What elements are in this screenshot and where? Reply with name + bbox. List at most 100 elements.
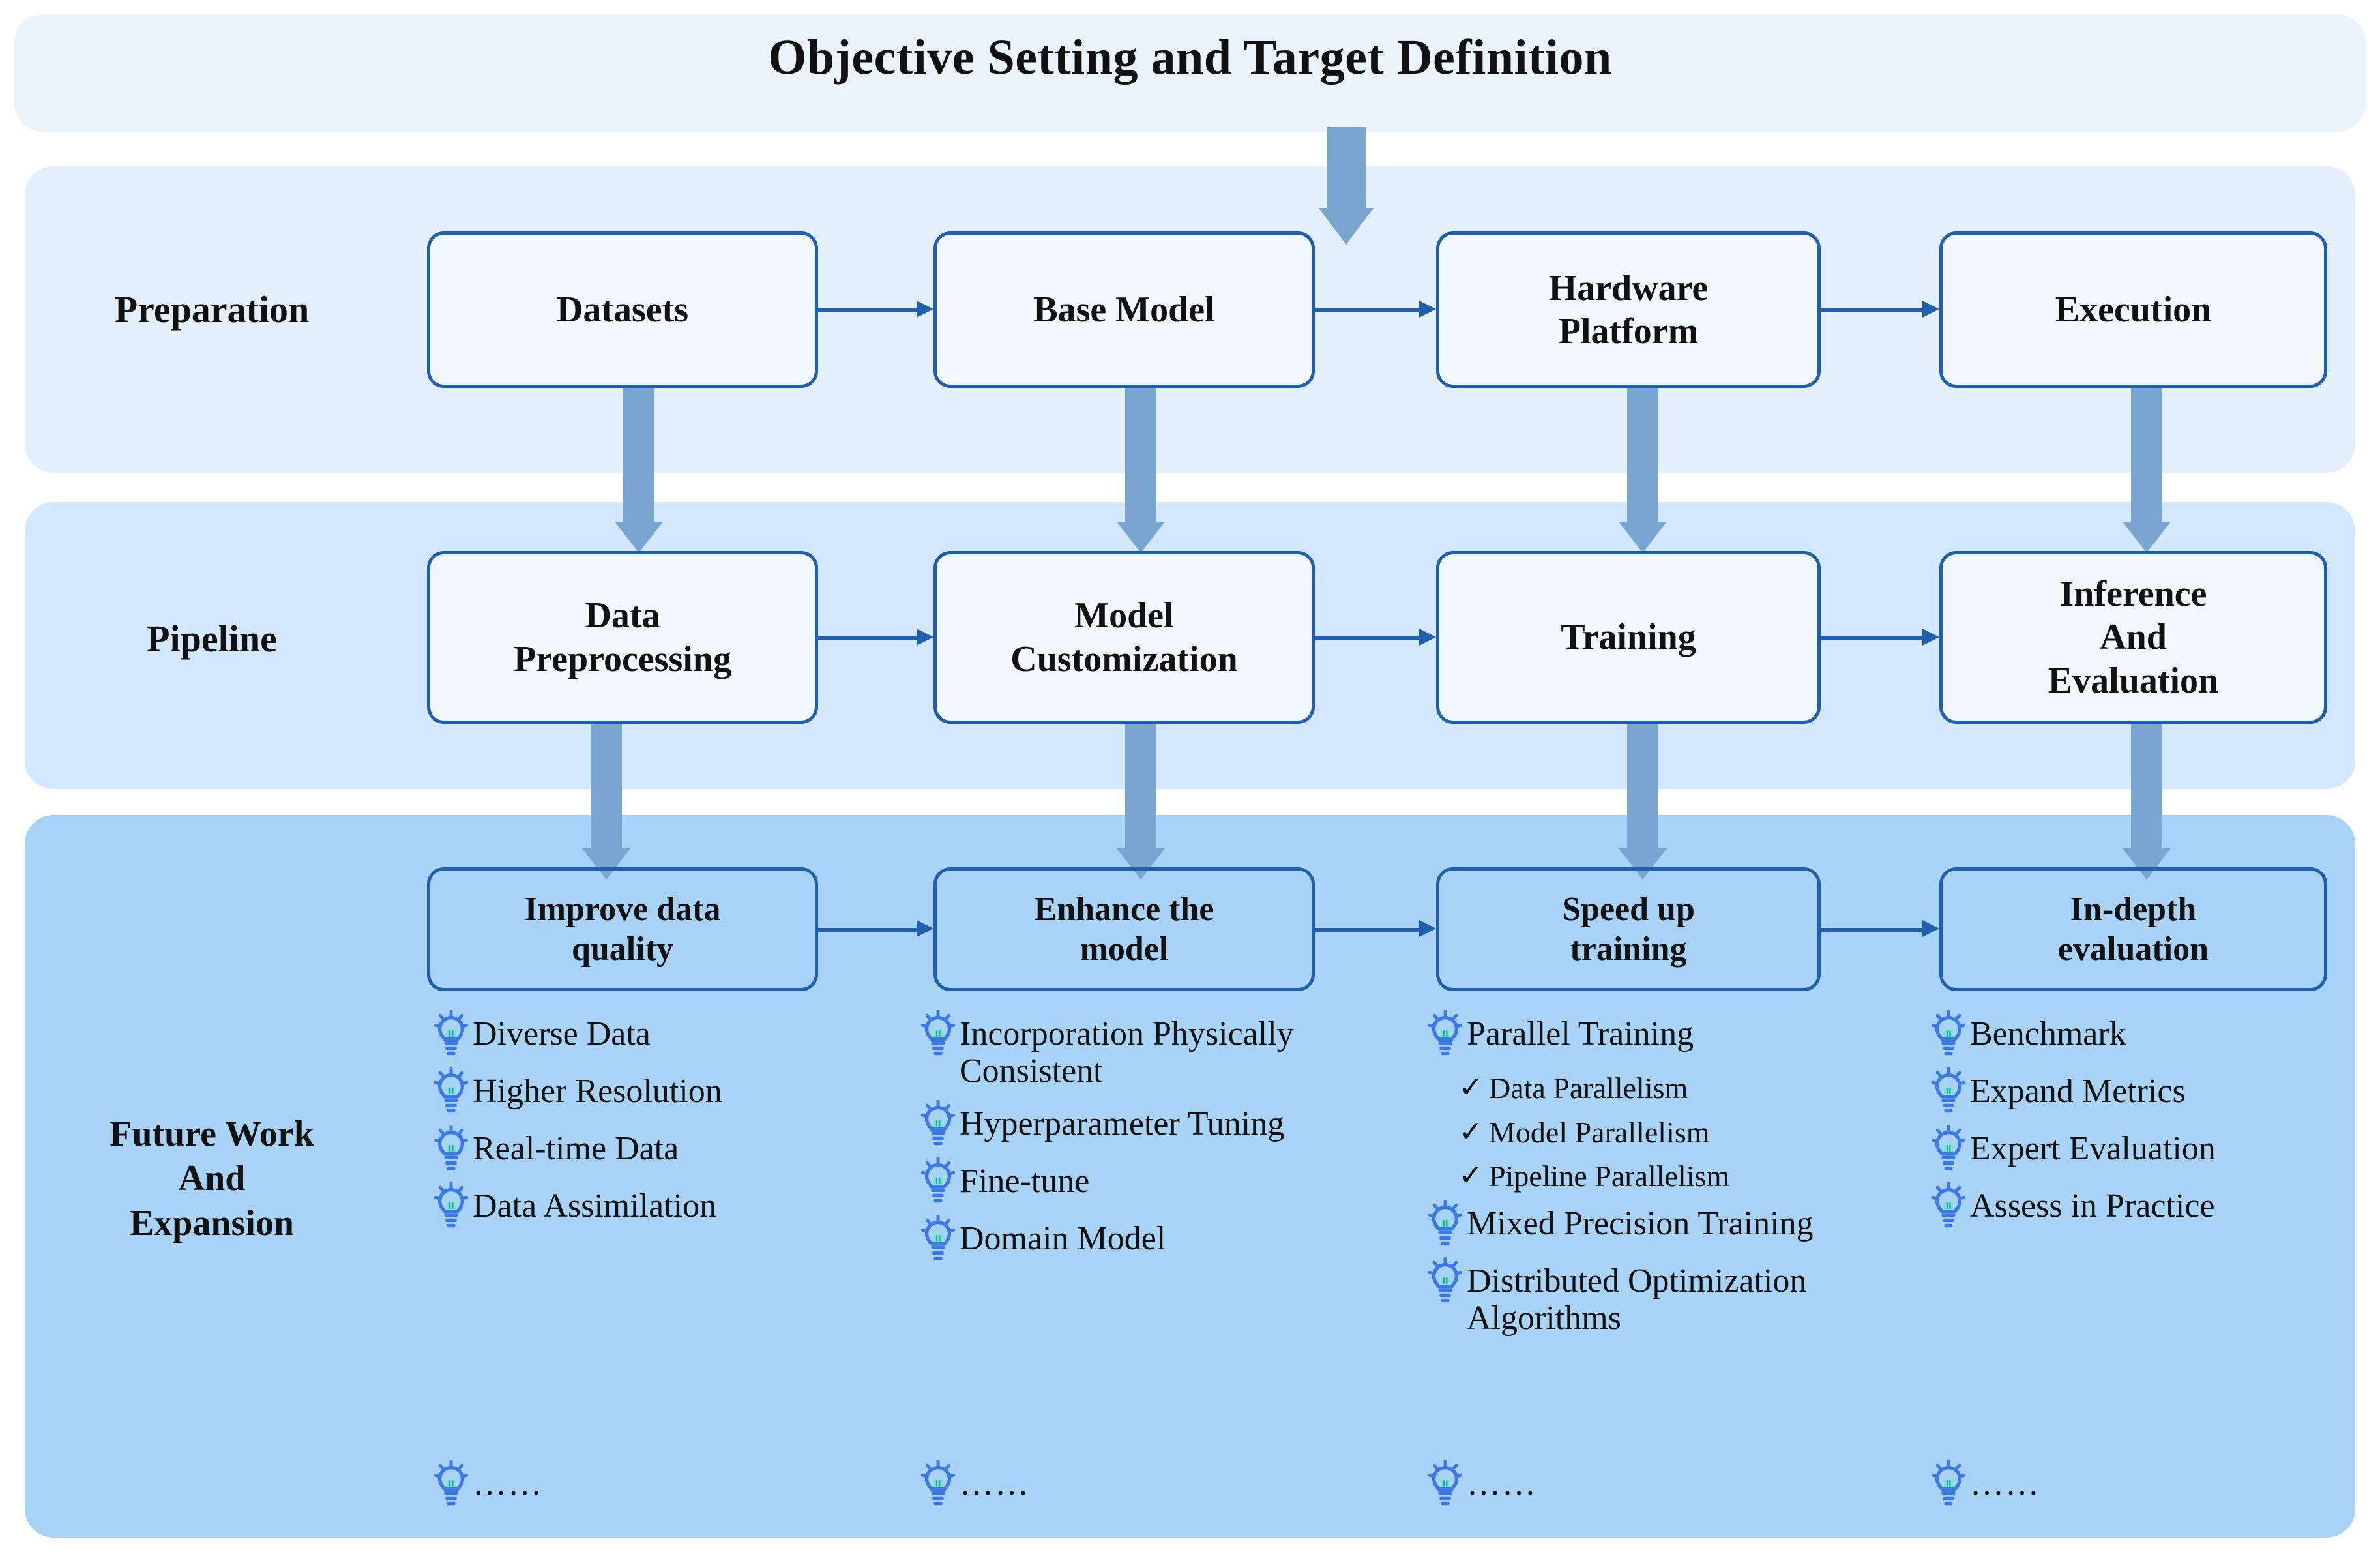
- line-2: And: [2100, 617, 2167, 658]
- future-item[interactable]: Domain Model: [920, 1214, 1416, 1262]
- arrow-shaft: [1327, 127, 1366, 209]
- future-item[interactable]: Distributed Optimization Algorithms: [1428, 1256, 1943, 1337]
- line-1: Hardware: [1548, 267, 1709, 308]
- box-speed-up-training-label: Speed up training: [1562, 889, 1695, 970]
- lightbulb-icon: [1931, 1182, 1966, 1229]
- lightbulb-icon: [1931, 1124, 1966, 1172]
- arrow-customization-to-enhance-model: [1108, 724, 1173, 880]
- box-datasets-label: Datasets: [556, 289, 689, 330]
- arrow-hardware-to-execution: [1821, 297, 1939, 323]
- box-inference-evaluation[interactable]: Inference And Evaluation: [1939, 551, 2327, 724]
- arrow-training-to-speed-up: [1610, 724, 1675, 880]
- future-sub-item[interactable]: ✓Pipeline Parallelism: [1459, 1159, 1943, 1193]
- row-label-preparation: Preparation: [114, 288, 310, 331]
- arrow-line: [1315, 636, 1419, 640]
- arrow-head: [2123, 522, 2171, 553]
- box-execution[interactable]: Execution: [1939, 231, 2327, 388]
- line-2: Customization: [1010, 638, 1238, 679]
- future-sub-item[interactable]: ✓Model Parallelism: [1459, 1116, 1943, 1150]
- box-improve-data-quality[interactable]: Improve data quality: [427, 867, 818, 991]
- arrow-preprocessing-to-customization: [818, 625, 933, 651]
- arrow-shaft: [2131, 388, 2162, 525]
- future-sub-item-label: Model Parallelism: [1489, 1115, 1710, 1149]
- box-training[interactable]: Training: [1436, 551, 1821, 724]
- future-item[interactable]: ……: [1428, 1459, 1537, 1507]
- arrow-head: [582, 848, 630, 880]
- box-training-label: Training: [1561, 617, 1696, 658]
- lightbulb-icon: [433, 1067, 469, 1114]
- arrow-enhance-to-speed-up: [1315, 916, 1436, 942]
- future-item[interactable]: Real-time Data: [433, 1124, 916, 1172]
- future-item-label: Hyperparameter Tuning: [960, 1105, 1285, 1143]
- lightbulb-icon: [920, 1459, 956, 1507]
- arrow-line: [1821, 928, 1922, 932]
- future-item[interactable]: Incorporation Physically Consistent: [920, 1009, 1416, 1090]
- arrow-speed-up-to-in-depth: [1821, 916, 1939, 942]
- box-in-depth-evaluation-label: In-depth evaluation: [2058, 889, 2209, 970]
- future-item-label: Distributed Optimization Algorithms: [1467, 1262, 1807, 1337]
- line-3: Evaluation: [2048, 660, 2219, 701]
- box-speed-up-training[interactable]: Speed up training: [1436, 867, 1821, 991]
- box-model-customization[interactable]: Model Customization: [933, 551, 1315, 724]
- box-hardware-platform-label: Hardware Platform: [1549, 267, 1709, 353]
- lightbulb-icon: [1428, 1199, 1463, 1247]
- arrow-tip: [917, 629, 933, 646]
- future-item-label: ……: [473, 1465, 543, 1502]
- future-item[interactable]: Expert Evaluation: [1931, 1124, 2374, 1172]
- future-item[interactable]: Assess in Practice: [1931, 1182, 2374, 1229]
- arrow-tip: [917, 301, 933, 318]
- future-item[interactable]: Mixed Precision Training: [1428, 1199, 1943, 1247]
- line-1: Data: [585, 595, 660, 636]
- box-base-model-label: Base Model: [1033, 289, 1215, 330]
- box-base-model[interactable]: Base Model: [933, 231, 1315, 388]
- arrow-datasets-to-base-model: [818, 297, 933, 323]
- arrow-shaft: [2131, 724, 2162, 852]
- future-item-label: Domain Model: [960, 1220, 1166, 1258]
- arrow-hardware-to-training: [1610, 388, 1675, 554]
- future-sub-item[interactable]: ✓Data Parallelism: [1459, 1071, 1943, 1105]
- lightbulb-icon: [433, 1009, 469, 1057]
- future-item[interactable]: Data Assimilation: [433, 1182, 916, 1229]
- arrow-shaft: [1627, 724, 1658, 852]
- future-item[interactable]: ……: [433, 1459, 543, 1507]
- future-item[interactable]: Expand Metrics: [1931, 1067, 2374, 1114]
- line-2: Platform: [1558, 311, 1699, 351]
- lightbulb-icon: [433, 1459, 469, 1507]
- box-in-depth-evaluation[interactable]: In-depth evaluation: [1939, 867, 2327, 991]
- future-item[interactable]: Fine-tune: [920, 1157, 1416, 1204]
- future-item-label: Real-time Data: [473, 1130, 679, 1167]
- arrow-improve-to-enhance: [818, 916, 933, 942]
- band-objective: [14, 14, 2366, 132]
- line-2: training: [1570, 931, 1687, 968]
- arrow-line: [1821, 308, 1922, 312]
- arrow-tip: [1419, 920, 1436, 937]
- future-item[interactable]: Higher Resolution: [433, 1067, 916, 1114]
- future-item-label: Expert Evaluation: [1970, 1130, 2216, 1167]
- future-item[interactable]: ……: [1931, 1459, 2040, 1507]
- box-hardware-platform[interactable]: Hardware Platform: [1436, 231, 1821, 388]
- box-data-preprocessing[interactable]: Data Preprocessing: [427, 551, 818, 724]
- box-enhance-the-model[interactable]: Enhance the model: [933, 867, 1315, 991]
- arrow-line: [1821, 636, 1922, 640]
- future-item-label: Assess in Practice: [1970, 1187, 2215, 1225]
- row-label-future-work: Future Work And Expansion: [59, 1112, 365, 1245]
- line-2: quality: [571, 931, 674, 968]
- future-item[interactable]: Hyperparameter Tuning: [920, 1099, 1416, 1147]
- future-item-label: Mixed Precision Training: [1467, 1204, 1814, 1242]
- future-item[interactable]: Diverse Data: [433, 1009, 916, 1057]
- future-item-label: Fine-tune: [960, 1163, 1090, 1200]
- check-icon: ✓: [1459, 1115, 1483, 1148]
- box-datasets[interactable]: Datasets: [427, 231, 818, 388]
- lightbulb-icon: [1428, 1459, 1463, 1507]
- future-item[interactable]: ……: [920, 1459, 1030, 1507]
- arrow-tip: [1922, 629, 1939, 646]
- box-enhance-the-model-label: Enhance the model: [1035, 889, 1214, 970]
- future-item[interactable]: Benchmark: [1931, 1009, 2374, 1057]
- future-item[interactable]: Parallel Training: [1428, 1009, 1943, 1057]
- box-model-customization-label: Model Customization: [1010, 594, 1237, 680]
- arrow-base-model-to-hardware: [1315, 297, 1436, 323]
- future-item-label: ……: [1467, 1465, 1537, 1502]
